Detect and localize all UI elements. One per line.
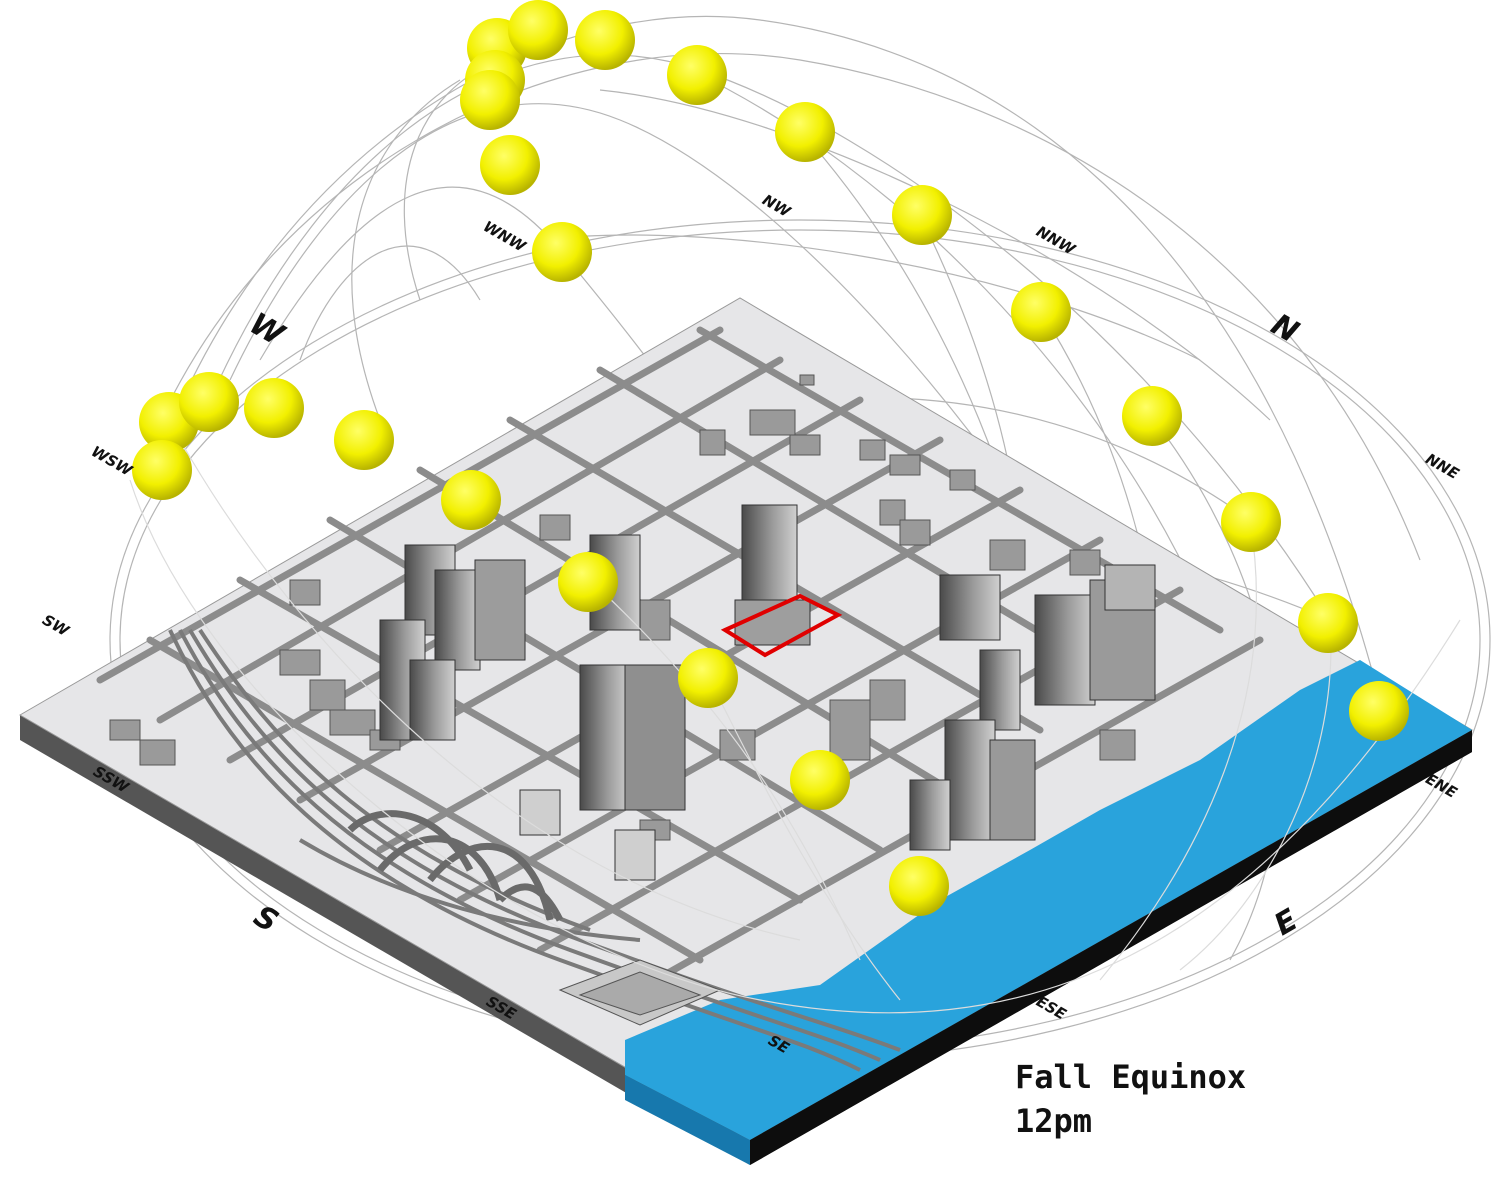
sun-marker [334,410,394,470]
caption-time: 12pm [1015,1102,1093,1140]
diagram-caption: Fall Equinox 12pm [1015,1055,1246,1143]
sun-marker [1349,681,1409,741]
bridge-arches [347,810,564,922]
caption-season: Fall Equinox [1015,1058,1247,1096]
sun-marker [460,70,520,130]
sun-marker [1298,593,1358,653]
compass-nne: NNE [1423,450,1463,484]
compass-nw: NW [759,191,794,222]
compass-s: S [248,899,284,940]
sun-marker [775,102,835,162]
compass-w: W [243,306,291,354]
sun-marker [508,0,568,60]
station-structure [558,959,722,1026]
sun-path-arcs-front [129,439,1461,1014]
sun-positions [132,0,1409,916]
sun-marker [667,45,727,105]
sun-marker [1221,492,1281,552]
sun-marker [1122,386,1182,446]
sun-marker [179,372,239,432]
sun-marker [892,185,952,245]
project-site-outline [720,593,843,658]
sun-marker [132,440,192,500]
low-rise-buildings [109,374,1136,841]
sun-marker [480,135,540,195]
sun-marker [532,222,592,282]
sun-marker [678,648,738,708]
compass-wnw: WNW [480,217,530,256]
compass-sw: SW [39,611,73,641]
sun-marker [558,552,618,612]
compass-wsw: WSW [88,442,136,480]
high-rise-towers [379,504,1156,881]
sun-marker [1011,282,1071,342]
river-water [625,660,1472,1165]
compass-e: E [1269,902,1305,943]
compass-ese: ESE [1033,992,1070,1024]
highway-ramps [168,628,901,1072]
sun-marker [889,856,949,916]
sun-marker [441,470,501,530]
sun-marker [790,750,850,810]
sun-marker [244,378,304,438]
sun-marker [575,10,635,70]
